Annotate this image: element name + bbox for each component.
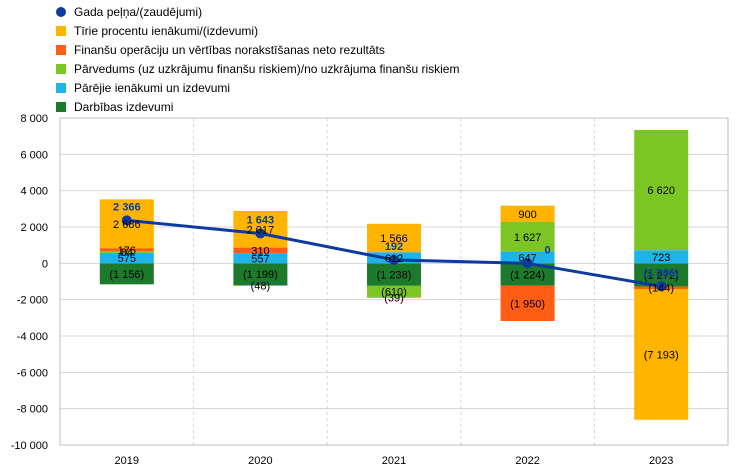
legend-item-operating-expenses: Darbības izdevumi bbox=[56, 97, 459, 116]
data-label-parejie-ienakumi-un-izdevumi: 647 bbox=[518, 252, 536, 264]
bar-parvedums-uz-uzkrajumu-finansu-riskiem-n bbox=[233, 285, 288, 286]
data-label-tirie-procentu-ienakumi-izdevumi: 2 017 bbox=[247, 224, 275, 236]
bar-parejie-ienakumi-un-izdevumi bbox=[634, 250, 689, 264]
data-label-darbibas-izdevumi: (1 238) bbox=[377, 270, 412, 282]
y-tick-label: 4 000 bbox=[20, 186, 48, 198]
bar-parejie-ienakumi-un-izdevumi bbox=[500, 251, 555, 264]
legend-item-net-profit: Gada peļņa/(zaudējumi) bbox=[56, 2, 459, 21]
data-label-finansu-operaciju-un-vertibas-norakstisa: 176 bbox=[118, 245, 136, 257]
data-label-finansu-operaciju-un-vertibas-norakstisa: (144) bbox=[648, 283, 674, 295]
line-point-net-profit bbox=[255, 228, 266, 239]
data-label-net-profit: 1 643 bbox=[247, 214, 275, 226]
legend: Gada peļņa/(zaudējumi) Tīrie procentu ie… bbox=[56, 2, 459, 116]
x-tick-label: 2023 bbox=[649, 455, 673, 467]
bar-parejie-ienakumi-un-izdevumi bbox=[99, 252, 154, 264]
y-tick-label: 2 000 bbox=[20, 222, 48, 234]
data-label-tirie-procentu-ienakumi-izdevumi: (7 193) bbox=[644, 349, 679, 361]
legend-label-net-interest: Tīrie procentu ienākumi/(izdevumi) bbox=[74, 23, 259, 38]
x-tick-label: 2022 bbox=[515, 455, 539, 467]
data-label-parejie-ienakumi-un-izdevumi: 723 bbox=[652, 252, 670, 264]
legend-swatch-net-profit bbox=[56, 6, 66, 17]
data-label-tirie-procentu-ienakumi-izdevumi: 2 686 bbox=[113, 219, 141, 231]
bar-tirie-procentu-ienakumi-izdevumi bbox=[500, 205, 555, 223]
bar-tirie-procentu-ienakumi-izdevumi bbox=[367, 223, 421, 253]
x-tick-label: 2021 bbox=[382, 455, 406, 467]
bar-parvedums-uz-uzkrajumu-finansu-riskiem-n bbox=[500, 222, 555, 252]
legend-label-other-income: Pārējie ienākumi un izdevumi bbox=[74, 80, 231, 95]
data-label-parvedums-uz-uzkrajumu-finansu-riskiem-n: (610) bbox=[381, 286, 407, 298]
data-label-finansu-operaciju-un-vertibas-norakstisa: (1 950) bbox=[510, 298, 545, 310]
data-label-parejie-ienakumi-un-izdevumi: 557 bbox=[251, 253, 269, 265]
data-label-finansu-operaciju-un-vertibas-norakstisa: 310 bbox=[251, 245, 269, 257]
y-tick-label: -8 000 bbox=[17, 404, 48, 416]
legend-item-net-interest: Tīrie procentu ienākumi/(izdevumi) bbox=[56, 21, 459, 40]
data-label-finansu-operaciju-un-vertibas-norakstisa: (39) bbox=[384, 292, 404, 304]
bar-parejie-ienakumi-un-izdevumi bbox=[233, 253, 288, 264]
data-label-net-profit: (1 266) bbox=[644, 267, 679, 279]
data-label-parvedums-uz-uzkrajumu-finansu-riskiem-n: 84 bbox=[121, 247, 133, 259]
y-tick-label: -10 000 bbox=[11, 440, 48, 452]
data-label-parvedums-uz-uzkrajumu-finansu-riskiem-n: 6 620 bbox=[647, 185, 675, 197]
legend-swatch-net-interest bbox=[56, 25, 66, 36]
legend-item-other-income: Pārējie ienākumi un izdevumi bbox=[56, 78, 459, 97]
data-label-parvedums-uz-uzkrajumu-finansu-riskiem-n: (48) bbox=[251, 281, 271, 293]
legend-label-operating-expenses: Darbības izdevumi bbox=[74, 99, 174, 114]
data-label-parejie-ienakumi-un-izdevumi: 612 bbox=[385, 253, 403, 265]
y-tick-label: 6 000 bbox=[20, 149, 48, 161]
y-tick-label: -2 000 bbox=[17, 295, 48, 307]
bar-parvedums-uz-uzkrajumu-finansu-riskiem-n bbox=[634, 129, 689, 251]
data-label-darbibas-izdevumi: (1 199) bbox=[243, 269, 278, 281]
bar-finansu-operaciju-un-vertibas-norakstisa bbox=[99, 248, 154, 252]
plot-frame bbox=[59, 117, 729, 446]
legend-label-financial-operations: Finanšu operāciju un vērtības norakstīša… bbox=[74, 42, 385, 57]
bar-finansu-operaciju-un-vertibas-norakstisa bbox=[500, 285, 555, 321]
line-point-net-profit bbox=[389, 254, 399, 265]
bar-finansu-operaciju-un-vertibas-norakstisa bbox=[233, 247, 288, 254]
legend-item-risk-provision: Pārvedums (uz uzkrājumu finanšu riskiem)… bbox=[56, 59, 459, 78]
data-label-net-profit: 2 366 bbox=[113, 201, 141, 213]
line-point-net-profit bbox=[121, 215, 132, 226]
legend-item-financial-operations: Finanšu operāciju un vērtības norakstīša… bbox=[56, 40, 459, 59]
y-tick-label: -4 000 bbox=[17, 331, 48, 343]
bar-darbibas-izdevumi bbox=[500, 263, 555, 286]
line-point-net-profit bbox=[656, 281, 667, 292]
legend-swatch-risk-provision bbox=[56, 63, 66, 74]
data-label-parvedums-uz-uzkrajumu-finansu-riskiem-n: 1 627 bbox=[514, 232, 542, 244]
y-tick-label: -6 000 bbox=[17, 367, 48, 379]
legend-label-risk-provision: Pārvedums (uz uzkrājumu finanšu riskiem)… bbox=[74, 61, 460, 76]
bar-parvedums-uz-uzkrajumu-finansu-riskiem-n bbox=[99, 251, 154, 253]
legend-swatch-other-income bbox=[56, 82, 66, 93]
data-label-darbibas-izdevumi: (1 272) bbox=[644, 270, 679, 282]
y-tick-label: 0 bbox=[42, 258, 48, 270]
x-tick-label: 2019 bbox=[115, 455, 139, 467]
data-label-tirie-procentu-ienakumi-izdevumi: 1 566 bbox=[380, 233, 408, 245]
data-label-parejie-ienakumi-un-izdevumi: 575 bbox=[118, 253, 136, 265]
bar-darbibas-izdevumi bbox=[233, 263, 288, 286]
bar-finansu-operaciju-un-vertibas-norakstisa bbox=[367, 296, 421, 298]
data-label-darbibas-izdevumi: (1 156) bbox=[109, 269, 144, 281]
data-label-net-profit: 192 bbox=[385, 241, 403, 253]
bar-tirie-procentu-ienakumi-izdevumi bbox=[634, 289, 689, 420]
legend-swatch-financial-operations bbox=[56, 44, 66, 55]
bar-darbibas-izdevumi bbox=[634, 263, 689, 287]
data-label-net-profit: 0 bbox=[545, 244, 551, 256]
legend-swatch-operating-expenses bbox=[56, 101, 66, 112]
data-label-tirie-procentu-ienakumi-izdevumi: 900 bbox=[518, 209, 536, 221]
bar-darbibas-izdevumi bbox=[99, 263, 154, 285]
line-point-net-profit bbox=[522, 258, 533, 269]
y-tick-label: 8 000 bbox=[20, 113, 48, 125]
legend-label-net-profit: Gada peļņa/(zaudējumi) bbox=[74, 4, 203, 19]
bar-darbibas-izdevumi bbox=[367, 263, 421, 286]
bar-parvedums-uz-uzkrajumu-finansu-riskiem-n bbox=[367, 285, 421, 297]
data-label-darbibas-izdevumi: (1 224) bbox=[510, 269, 545, 281]
x-tick-label: 2020 bbox=[248, 455, 272, 467]
